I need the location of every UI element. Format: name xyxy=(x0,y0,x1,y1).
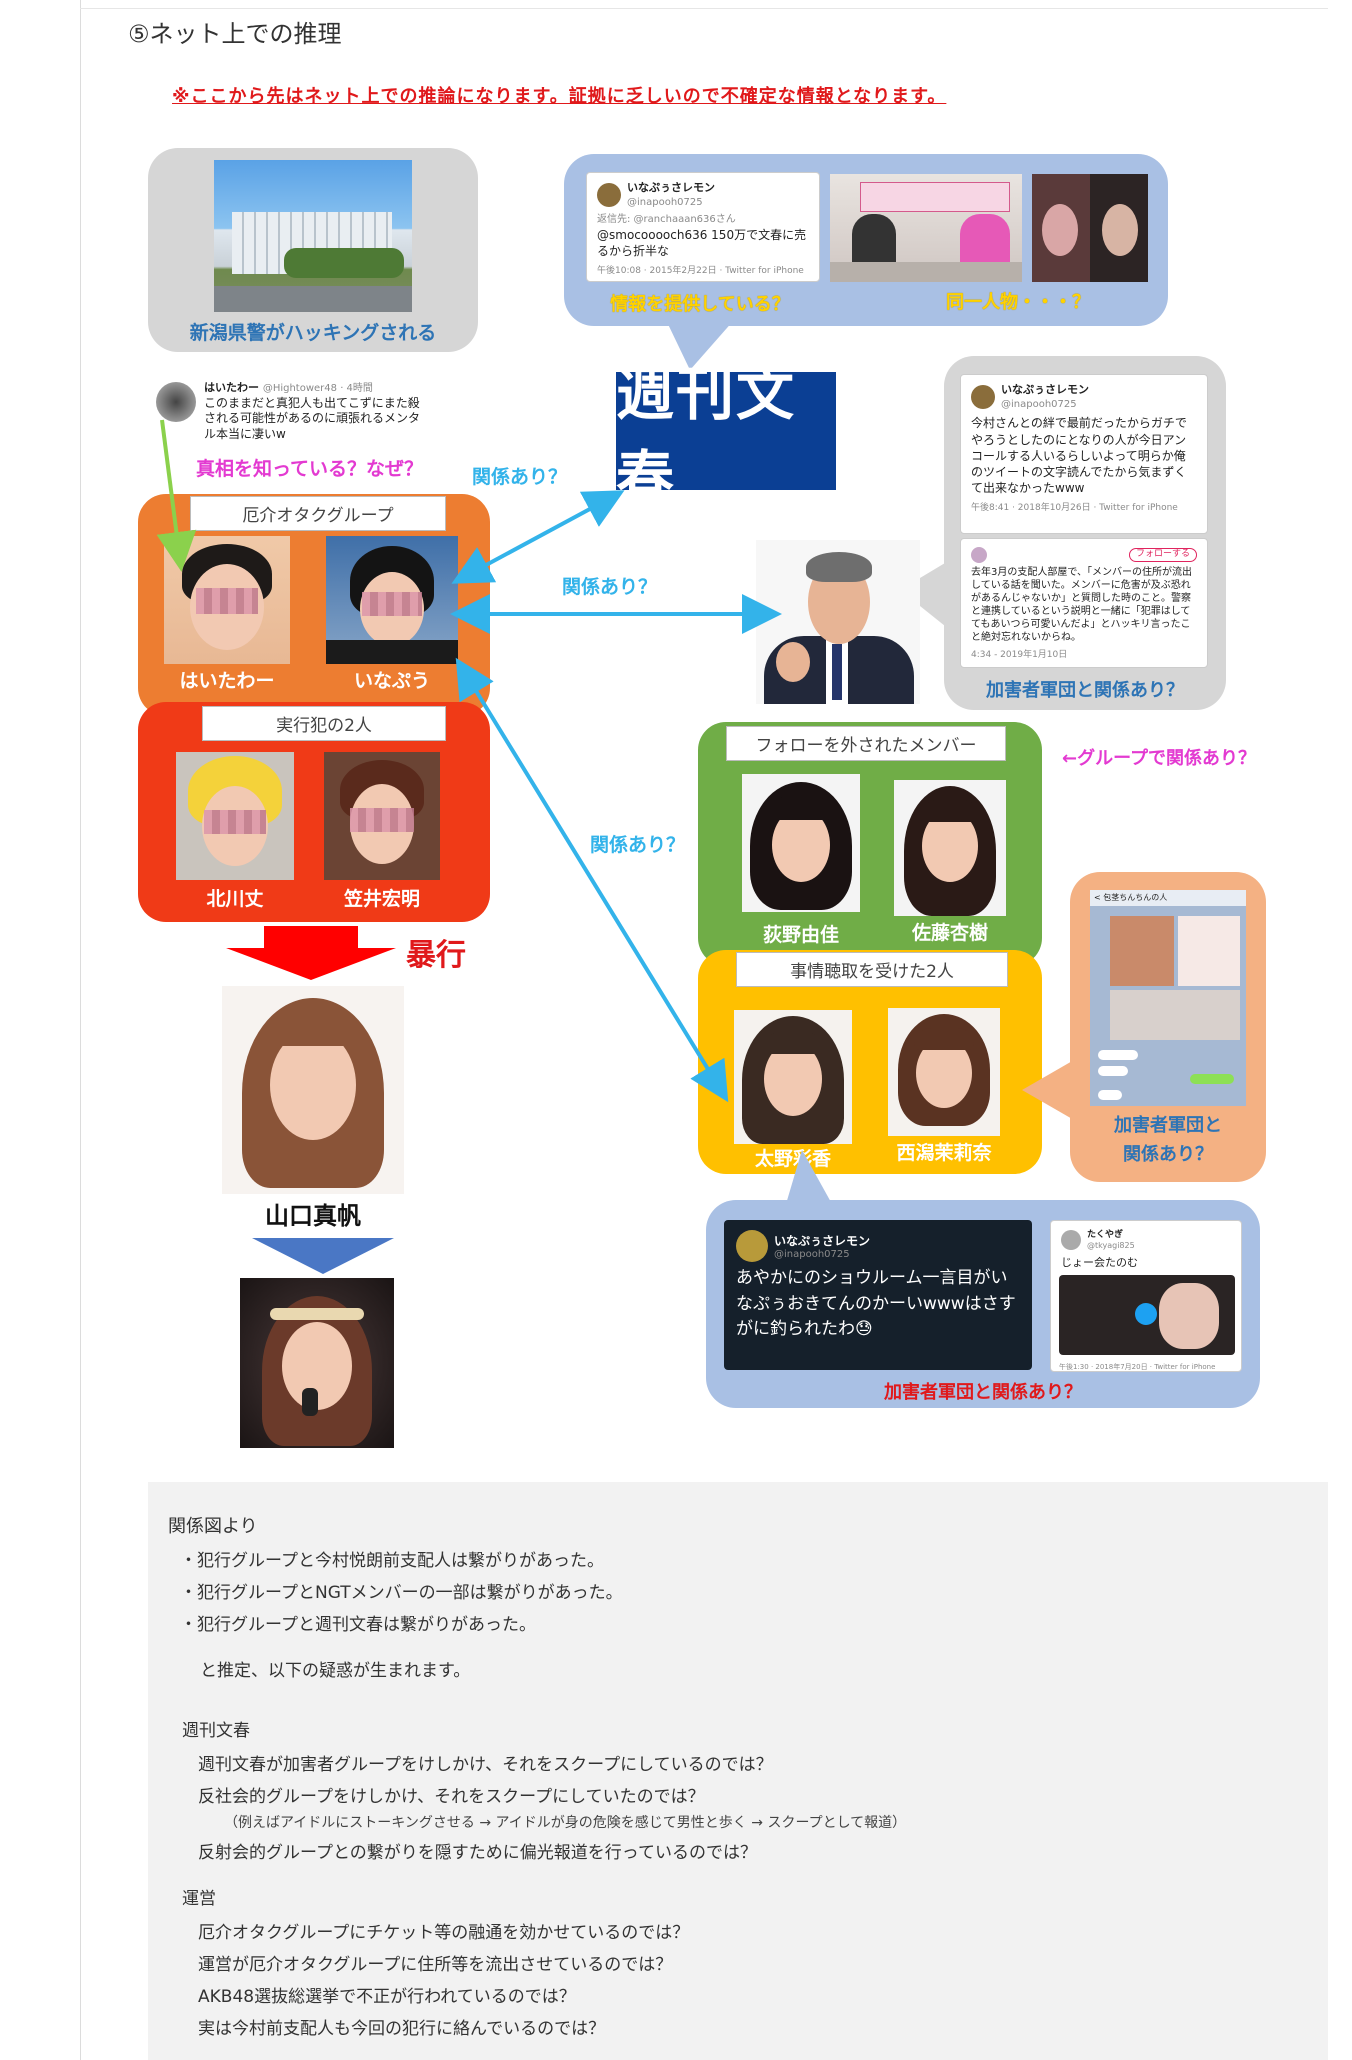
conclusion-bullet-2: ・犯行グループとNGTメンバーの一部は繋がりがあった。 xyxy=(180,1578,623,1603)
conclusion-intro: 関係図より xyxy=(168,1512,258,1538)
hightower-arrow xyxy=(162,420,180,560)
conclusion-bullet-1: ・犯行グループと今村悦朗前支配人は繋がりがあった。 xyxy=(180,1546,604,1571)
bunshun-note: （例えばアイドルにストーキングさせる → アイドルが身の危険を感じて男性と歩く … xyxy=(224,1812,906,1832)
section-title-management: 運営 xyxy=(182,1884,216,1909)
arrow-to-members xyxy=(462,668,722,1092)
conclusion-summary: と推定、以下の疑惑が生まれます。 xyxy=(200,1656,470,1681)
management-item-4: 実は今村前支配人も今回の犯行に絡んでいるのでは？ xyxy=(198,2014,605,2039)
arrow-to-bunshun xyxy=(462,496,614,578)
management-item-3: AKB48選抜総選挙で不正が行われているのでは？ xyxy=(198,1982,576,2007)
bunshun-item-3: 反射会的グループとの繋がりを隠すために偏光報道を行っているのでは？ xyxy=(198,1838,757,1863)
management-item-1: 厄介オタクグループにチケット等の融通を効かせているのでは？ xyxy=(198,1918,689,1943)
management-item-2: 運営が厄介オタクグループに住所等を流出させているのでは？ xyxy=(198,1950,672,1975)
bunshun-item-2: 反社会的グループをけしかけ、それをスクープにしていたのでは？ xyxy=(198,1782,705,1807)
section-title-bunshun: 週刊文春 xyxy=(182,1716,250,1741)
bunshun-item-1: 週刊文春が加害者グループをけしかけ、それをスクープにしているのでは？ xyxy=(198,1750,773,1775)
conclusion-bullet-3: ・犯行グループと週刊文春は繋がりがあった。 xyxy=(180,1610,536,1635)
